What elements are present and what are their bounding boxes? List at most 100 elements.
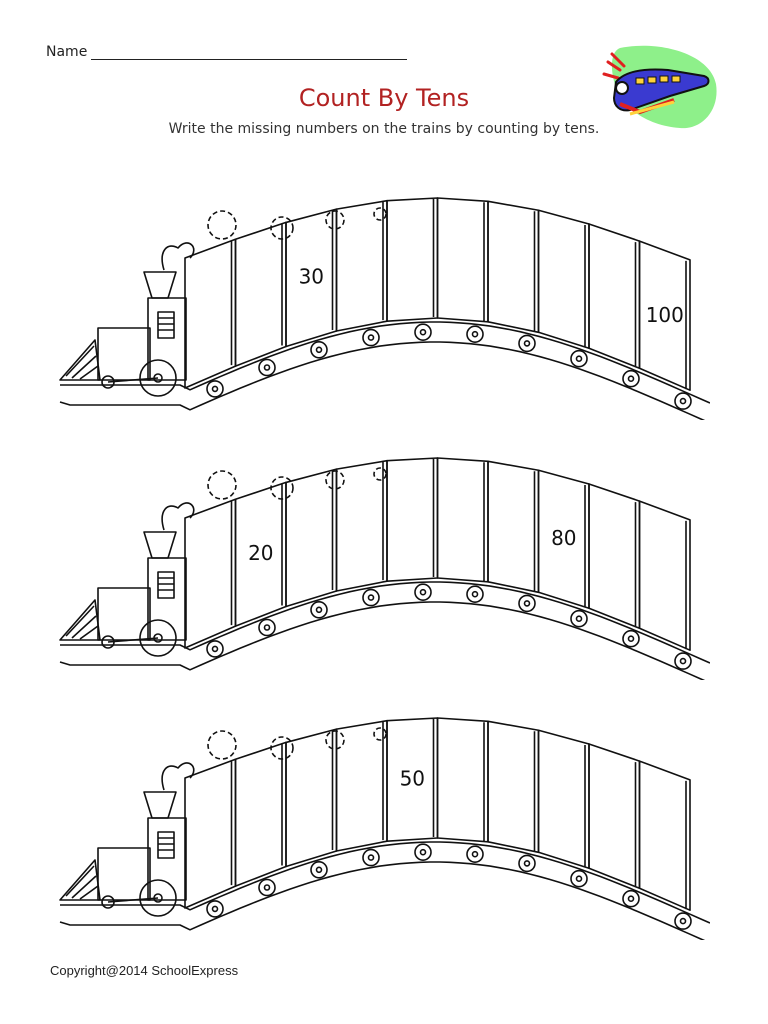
locomotive-boiler bbox=[97, 327, 151, 381]
train-car[interactable] bbox=[638, 760, 691, 911]
track-rail bbox=[60, 841, 710, 924]
locomotive-boiler bbox=[97, 847, 151, 901]
name-field-line[interactable] bbox=[91, 44, 408, 60]
copyright-text: Copyright@2014 SchoolExpress bbox=[50, 963, 239, 978]
cab-window-bars bbox=[158, 577, 174, 591]
wheel-hub bbox=[523, 600, 531, 607]
train-clipart-icon bbox=[602, 45, 717, 129]
wheel-hub bbox=[575, 355, 583, 362]
wheel-hub bbox=[263, 624, 271, 631]
wheel bbox=[258, 878, 276, 897]
car-number: 100 bbox=[646, 303, 684, 327]
wheel bbox=[570, 609, 588, 628]
locomotive-cab bbox=[147, 297, 187, 381]
smokestack bbox=[143, 791, 177, 819]
train-car[interactable] bbox=[537, 209, 590, 350]
worksheet-instructions: Write the missing numbers on the trains … bbox=[168, 121, 600, 137]
car-number: 20 bbox=[248, 541, 273, 565]
wheel bbox=[466, 845, 484, 863]
wheel-hub bbox=[367, 594, 375, 601]
wheel bbox=[258, 358, 276, 377]
train-car[interactable] bbox=[436, 457, 489, 583]
wheel-hub bbox=[315, 866, 323, 874]
wheel-hub bbox=[367, 334, 375, 341]
train-car[interactable] bbox=[537, 729, 590, 870]
wheel-hub bbox=[627, 635, 635, 642]
wheel bbox=[206, 380, 224, 398]
wheel-hub bbox=[575, 615, 583, 622]
wheel bbox=[622, 369, 640, 388]
wheel bbox=[622, 889, 640, 908]
smoke-trail bbox=[161, 242, 195, 271]
wheel bbox=[310, 861, 328, 879]
train-car[interactable] bbox=[184, 238, 237, 389]
train-car[interactable] bbox=[487, 720, 540, 854]
wheel bbox=[622, 629, 640, 648]
wheel bbox=[362, 328, 380, 347]
train-car[interactable] bbox=[638, 500, 691, 651]
smoke-puff bbox=[325, 470, 345, 490]
wheel bbox=[518, 854, 536, 873]
drive-wheel bbox=[139, 359, 177, 397]
connecting-rod bbox=[107, 637, 159, 643]
wheel bbox=[310, 341, 328, 359]
wheel-hub bbox=[679, 397, 687, 405]
wheel-hub bbox=[315, 346, 323, 354]
name-label: Name bbox=[46, 44, 88, 60]
locomotive-cab bbox=[147, 557, 187, 641]
wheel bbox=[258, 618, 276, 637]
track-rail bbox=[60, 321, 710, 404]
train-car[interactable] bbox=[234, 221, 287, 367]
wheel bbox=[570, 349, 588, 368]
smoke-puff bbox=[207, 210, 237, 240]
wheel-hub bbox=[471, 330, 479, 338]
train-car[interactable] bbox=[184, 758, 237, 909]
train-car[interactable] bbox=[436, 197, 489, 323]
wheel bbox=[466, 585, 484, 603]
wheel bbox=[674, 392, 692, 410]
smoke-trail bbox=[161, 502, 195, 531]
train-car[interactable] bbox=[386, 457, 439, 582]
connecting-rod bbox=[107, 897, 159, 903]
locomotive-cab bbox=[147, 817, 187, 901]
wheel bbox=[518, 334, 536, 353]
wheel-hub bbox=[627, 895, 635, 902]
drive-wheel bbox=[139, 879, 177, 917]
car-number: 50 bbox=[400, 767, 425, 791]
wheel-hub bbox=[523, 340, 531, 347]
wheel bbox=[206, 640, 224, 658]
wheel-hub bbox=[315, 606, 323, 614]
smoke-puff bbox=[373, 467, 387, 481]
train-car[interactable] bbox=[588, 223, 641, 370]
track-rail bbox=[59, 341, 706, 420]
train-car[interactable] bbox=[386, 197, 439, 322]
train-3: 50 bbox=[59, 717, 710, 940]
train-car[interactable] bbox=[184, 498, 237, 649]
wheel bbox=[414, 843, 432, 861]
cow-catcher-slats bbox=[65, 345, 99, 380]
wheel bbox=[518, 594, 536, 613]
train-car[interactable] bbox=[487, 460, 540, 594]
train-car[interactable] bbox=[436, 717, 489, 843]
train-car[interactable] bbox=[588, 483, 641, 630]
track-rail bbox=[60, 581, 710, 664]
wheel-hub bbox=[523, 860, 531, 867]
wheel-hub bbox=[211, 385, 219, 393]
worksheet-title: Count By Tens bbox=[298, 84, 470, 112]
wheel bbox=[206, 900, 224, 918]
smoke-puff bbox=[373, 207, 387, 221]
train-car[interactable] bbox=[487, 200, 540, 334]
smoke-puff bbox=[207, 730, 237, 760]
smoke-trail bbox=[161, 762, 195, 791]
train-car[interactable] bbox=[588, 743, 641, 890]
locomotive-boiler bbox=[97, 587, 151, 641]
connecting-rod bbox=[107, 377, 159, 383]
smoke-puff bbox=[207, 470, 237, 500]
cab-window-bars bbox=[158, 317, 174, 331]
cow-catcher-slats bbox=[65, 865, 99, 900]
track-rail bbox=[59, 861, 706, 940]
train-car[interactable] bbox=[234, 741, 287, 887]
train-car[interactable] bbox=[638, 240, 691, 391]
wheel bbox=[466, 325, 484, 343]
